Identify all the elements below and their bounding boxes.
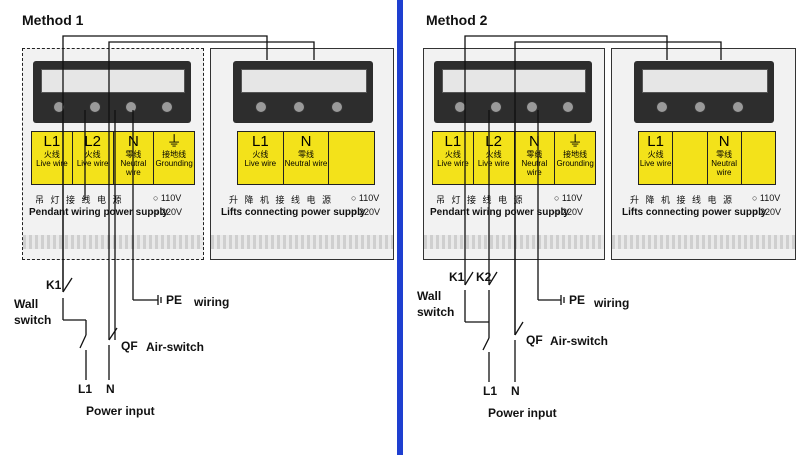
pendant-cn-label: 吊 灯 接 线 电 源 [35, 195, 124, 205]
pe-label: PE [166, 293, 183, 307]
voltage-110: ○ 110V [752, 193, 781, 203]
voltage-220: ○ 220V [351, 207, 380, 217]
pe-label: PE [569, 293, 586, 307]
air-switch-label: Air-switch [550, 334, 609, 348]
pendant-en-label: Pendant wiring power supply [430, 207, 569, 218]
qf-label: QF [526, 333, 543, 347]
k1-label: K1 [449, 270, 465, 284]
method1-title: Method 1 [22, 12, 84, 28]
k1-label: K1 [46, 278, 62, 292]
power-input-label: Power input [488, 406, 557, 420]
voltage-110: ○ 110V [153, 193, 182, 203]
l1-input-label: L1 [78, 382, 93, 396]
wiring-label: wiring [194, 295, 230, 309]
n-input-label: N [106, 382, 115, 396]
method1-wiring-diagram [62, 35, 315, 380]
voltage-220: ○ 220V [752, 207, 781, 217]
ground-icon: ⏚ [567, 133, 583, 150]
voltage-110: ○ 110V [554, 193, 583, 203]
terminal-block [434, 61, 592, 123]
n-input-label: N [511, 384, 520, 398]
terminal-block [634, 61, 774, 123]
method2-title: Method 2 [426, 12, 488, 28]
panel-divider [397, 0, 403, 455]
pendant-en-label: Pendant wiring power supply [29, 207, 168, 218]
qf-label: QF [121, 339, 138, 353]
lift-cn-label: 升 降 机 接 线 电 源 [630, 195, 735, 205]
power-input-label: Power input [86, 404, 155, 418]
voltage-220: ○ 220V [153, 207, 182, 217]
air-switch-label: Air-switch [146, 340, 205, 354]
lift-en-label: Lifts connecting power supply [221, 207, 366, 218]
wall-switch-label: Wall switch [417, 289, 455, 319]
k2-label: K2 [476, 270, 492, 284]
terminal-block [33, 61, 191, 123]
voltage-220: ○ 220V [554, 207, 583, 217]
lift-en-label: Lifts connecting power supply [622, 207, 767, 218]
l1-input-label: L1 [483, 384, 498, 398]
lift-cn-label: 升 降 机 接 线 电 源 [229, 195, 334, 205]
voltage-110: ○ 110V [351, 193, 380, 203]
pendant-cn-label: 吊 灯 接 线 电 源 [436, 195, 525, 205]
method2-wiring-diagram [464, 35, 722, 382]
wiring-label: wiring [594, 296, 630, 310]
wall-switch-label: Wall switch [14, 297, 52, 327]
ground-icon: ⏚ [166, 133, 182, 150]
terminal-block [233, 61, 373, 123]
